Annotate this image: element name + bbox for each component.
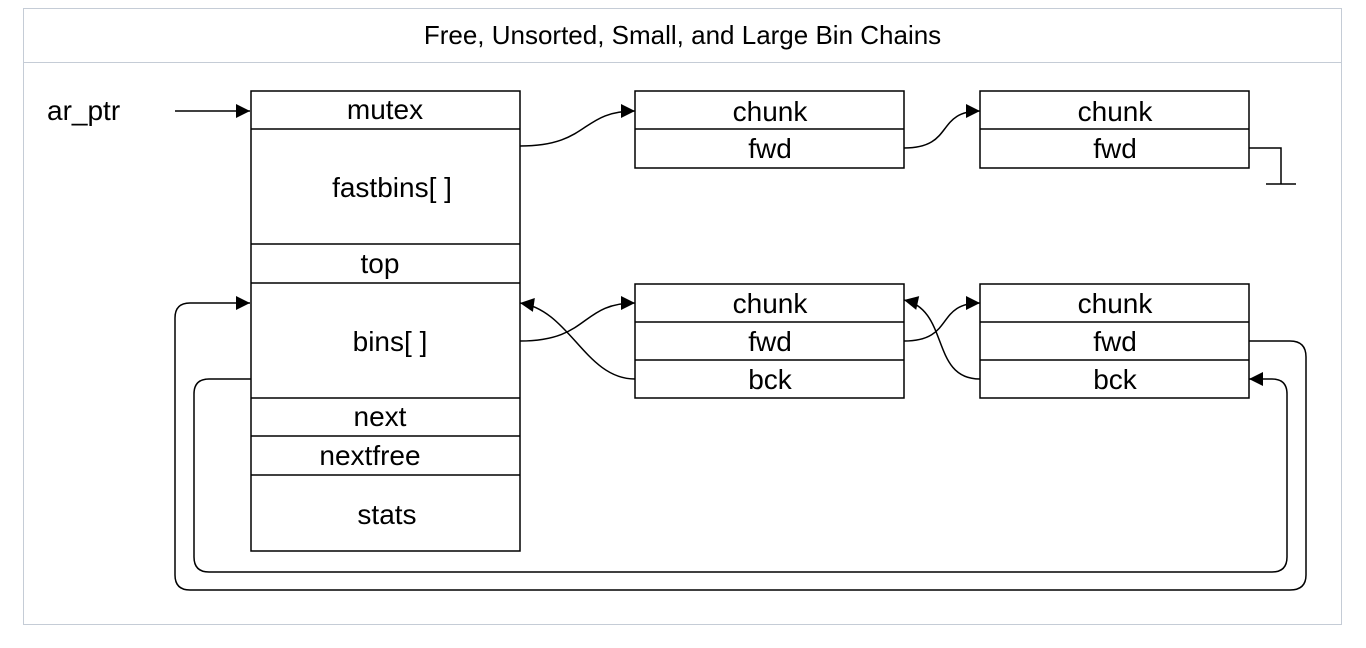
fast-null-pointer <box>1249 147 1282 184</box>
bin-chunk-2-fwd: fwd <box>1093 326 1137 357</box>
bin-chunk-1-fwd: fwd <box>748 326 792 357</box>
bins-bck-loop-arrow <box>193 372 1288 573</box>
field-next: next <box>354 401 407 432</box>
bin-chunk-1: chunk fwd bck <box>634 283 905 399</box>
field-bins: bins[ ] <box>353 326 428 357</box>
fast-chunk-1-fwd: fwd <box>748 133 792 164</box>
field-mutex: mutex <box>347 94 423 125</box>
arena-box <box>250 90 521 552</box>
fast-fwd-arrow <box>903 104 981 149</box>
bin-chunk-2: chunk fwd bck <box>979 283 1250 399</box>
bin-chunk-1-bck: bck <box>748 364 793 395</box>
fast-chunk-1-label: chunk <box>733 96 809 127</box>
fastbins-to-chunk-arrow <box>519 104 636 147</box>
field-stats: stats <box>357 499 416 530</box>
bin-chunk-1-fwd-arrow <box>903 296 981 342</box>
diagram-title: Free, Unsorted, Small, and Large Bin Cha… <box>24 9 1341 63</box>
fast-chunk-2: chunk fwd <box>979 90 1250 169</box>
field-top: top <box>361 248 400 279</box>
bin-chunk-2-bck: bck <box>1093 364 1138 395</box>
fast-chunk-2-label: chunk <box>1078 96 1154 127</box>
bin-chunk-2-fwd-loop-arrow <box>174 296 1307 591</box>
bin-chunk-1-label: chunk <box>733 288 809 319</box>
arena-struct: mutex fastbins[ ] top bins[ ] next nextf… <box>250 90 521 552</box>
ar-ptr-label: ar_ptr <box>47 95 120 126</box>
bin-chunk-1-bck-arrow <box>519 298 636 380</box>
bin-chunk-2-bck-arrow <box>903 296 981 380</box>
fast-chunk-1: chunk fwd <box>634 90 905 169</box>
bin-chunk-2-label: chunk <box>1078 288 1154 319</box>
fast-chunk-2-fwd: fwd <box>1093 133 1137 164</box>
bins-fwd-arrow <box>519 296 636 342</box>
field-fastbins: fastbins[ ] <box>332 172 452 203</box>
field-nextfree: nextfree <box>319 440 420 471</box>
